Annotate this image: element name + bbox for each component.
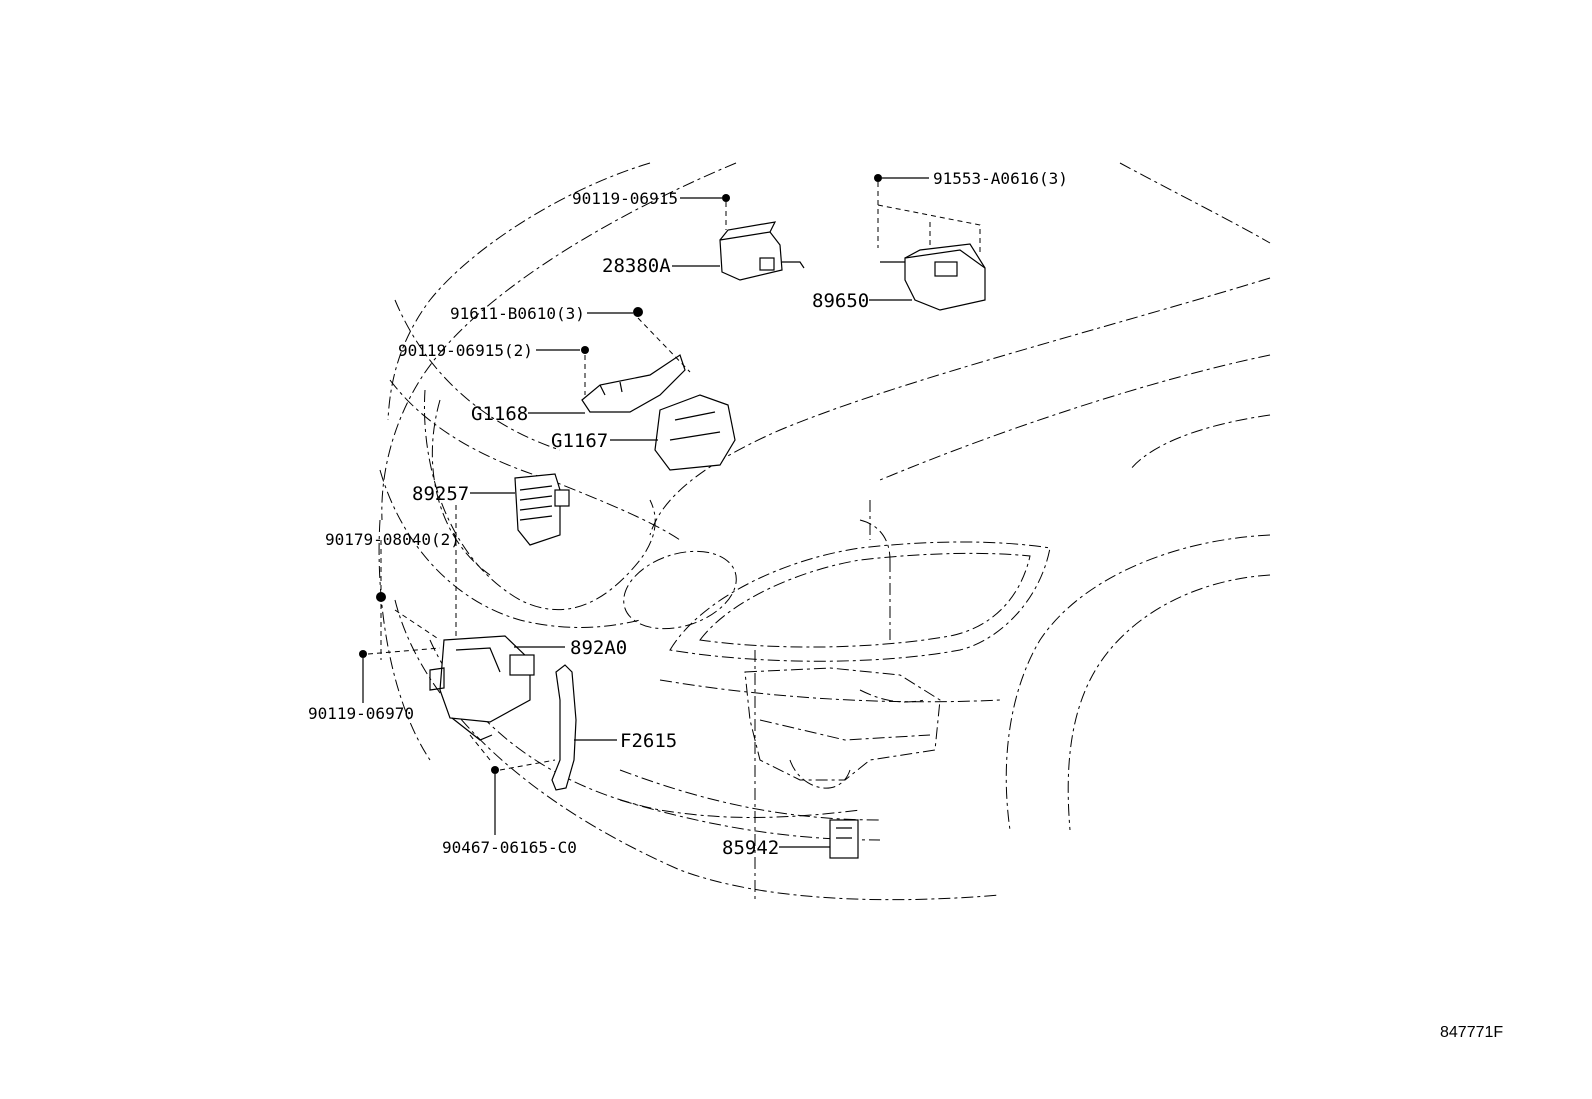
callout-91553-a0616: 91553-A0616(3)	[933, 169, 1068, 188]
part-892a0	[429, 635, 535, 741]
part-89257	[514, 473, 570, 546]
leader-dashed	[877, 182, 981, 255]
callout-f2615: F2615	[620, 730, 677, 752]
callout-90119-06915: 90119-06915	[572, 189, 678, 208]
bolt-90119-06915-icon	[722, 194, 730, 202]
part-85942	[829, 819, 859, 859]
diagram-reference-code: 847771F	[1440, 1024, 1503, 1041]
callout-28380a: 28380A	[602, 255, 671, 277]
callout-90179-08040: 90179-08040(2)	[325, 530, 460, 549]
leader-dashed	[584, 317, 691, 395]
callout-85942: 85942	[722, 837, 779, 859]
bolt-90119-06915-2-icon	[581, 346, 589, 354]
nut-90179-icon	[376, 592, 386, 602]
part-89650	[880, 243, 986, 311]
callout-leader-lines	[362, 177, 929, 848]
bolt-91553-icon	[874, 174, 882, 182]
nut-91611-icon	[633, 307, 643, 317]
callout-892a0: 892A0	[570, 637, 627, 659]
leader-dashed	[469, 734, 556, 771]
vehicle-body-outline	[378, 162, 1271, 901]
part-f2615	[551, 664, 577, 791]
callout-g1168: G1168	[471, 403, 528, 425]
callout-90119-06915-2: 90119-06915(2)	[398, 341, 533, 360]
bolt-90119-06970-icon	[359, 650, 367, 658]
callout-89650: 89650	[812, 290, 869, 312]
callout-91611-b0610: 91611-B0610(3)	[450, 304, 585, 323]
leader-dashed	[367, 647, 441, 655]
bolt-90467-icon	[491, 766, 499, 774]
part-28380a	[719, 221, 805, 281]
callout-90467-06165-c0: 90467-06165-C0	[442, 838, 577, 857]
part-g1167	[654, 394, 736, 471]
callout-89257: 89257	[412, 483, 469, 505]
part-g1168	[581, 354, 686, 413]
callout-90119-06970: 90119-06970	[308, 704, 414, 723]
callout-g1167: G1167	[551, 430, 608, 452]
leader-dashed	[380, 540, 441, 660]
callout-labels: 90119-06915 28380A 91553-A0616(3) 89650 …	[308, 169, 1068, 859]
